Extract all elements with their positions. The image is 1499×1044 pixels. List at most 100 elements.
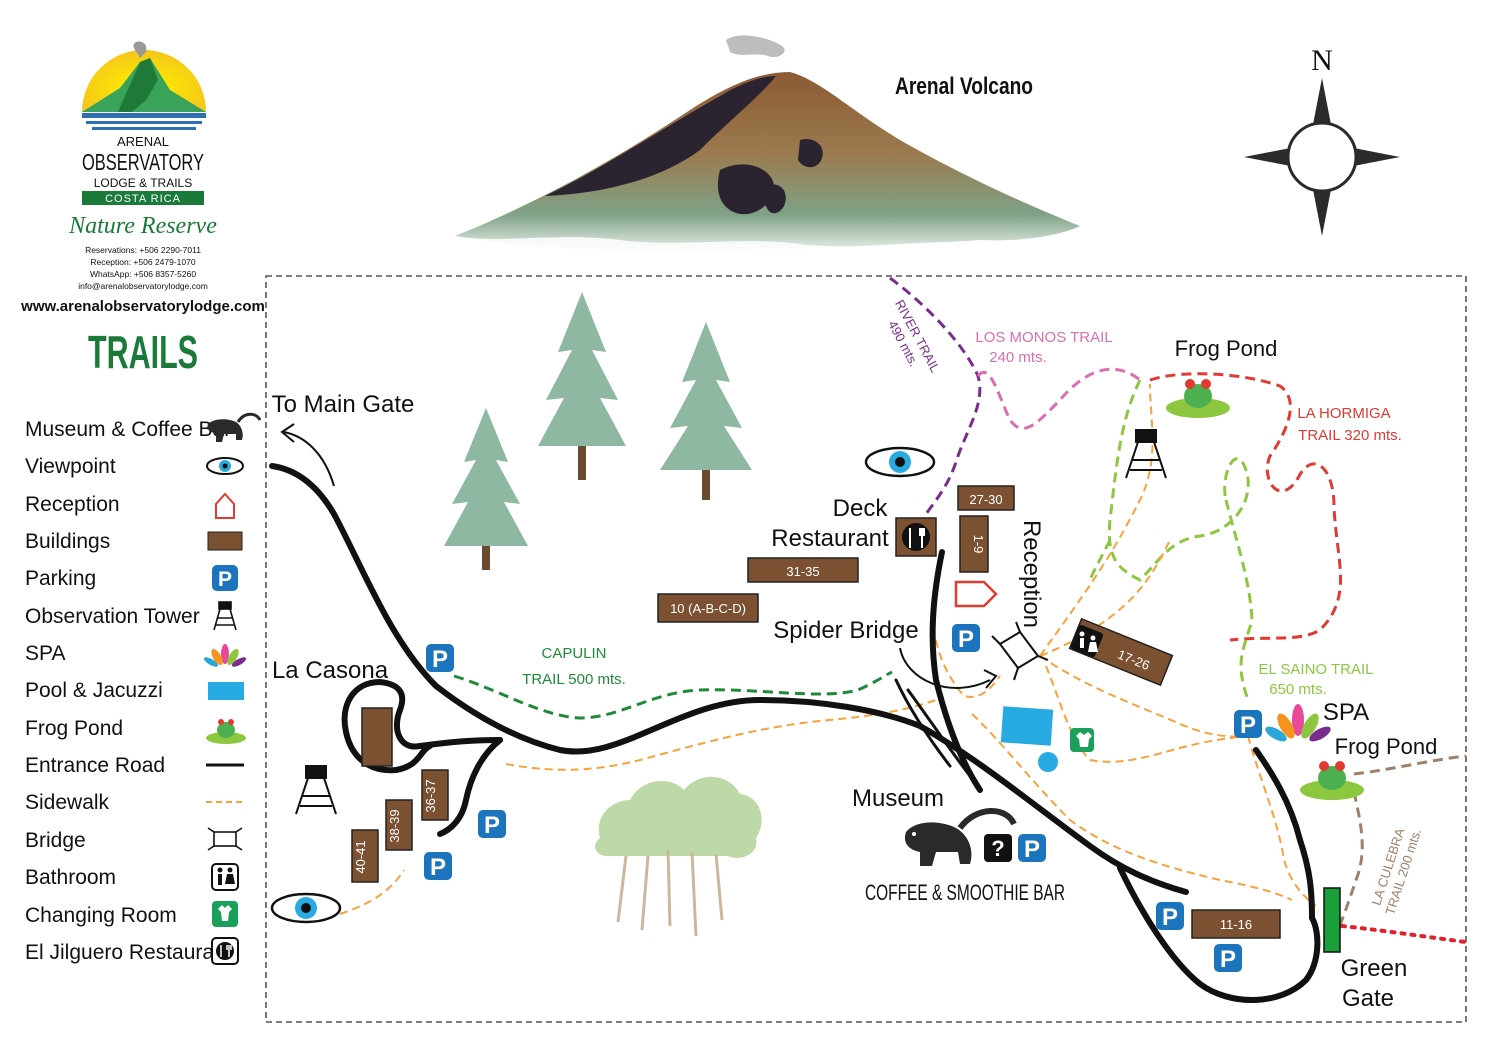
observation-tower-casona-icon — [295, 765, 337, 815]
map-frame — [265, 275, 1467, 1023]
la-casona-label: La Casona — [272, 657, 389, 684]
question-mark: ? — [991, 836, 1004, 861]
parking-11-16-b: P — [1214, 944, 1242, 973]
building-10 — [657, 593, 759, 623]
el-saino-trail-label-2: 650 mts. — [1269, 681, 1327, 698]
capulin-trail-line — [453, 670, 893, 720]
spider-bridge-label: Spider Bridge — [773, 617, 918, 644]
shirt-icon — [212, 901, 238, 927]
building-11-16 — [1191, 909, 1281, 939]
parking-markers: P P P P P P P P — [424, 624, 1262, 973]
river-trail-label: RIVER TRAIL 490 mts. — [885, 297, 943, 375]
frog-pond-top-label: Frog Pond — [1175, 336, 1278, 361]
brand-country-bar — [82, 191, 204, 205]
legend-buildings: Buildings — [25, 530, 110, 553]
building-27-30-label: 27-30 — [969, 492, 1002, 507]
legend-spa: SPA — [25, 642, 65, 665]
la-culebra-trail-line — [1334, 754, 1467, 937]
building-31-35 — [747, 557, 859, 583]
cutlery-icon — [211, 937, 239, 965]
parking-museum: P — [1018, 834, 1046, 863]
spider-bridge-icon — [991, 621, 1049, 681]
parking-casona: P — [426, 644, 454, 673]
to-main-gate-label: To Main Gate — [272, 391, 415, 418]
museum-label: Museum — [852, 785, 944, 812]
legend: Museum & Coffee Bar Viewpoint Reception … — [25, 412, 262, 965]
observation-tower-top-icon — [1125, 429, 1167, 479]
la-culebra-trail-label: LA CULEBRA TRAIL 200 mts. — [1368, 826, 1424, 917]
viewpoint-deck-icon — [864, 446, 936, 478]
parking-11-16-a: P — [1156, 902, 1184, 931]
los-monos-trail-label-2: 240 mts. — [989, 349, 1047, 366]
la-hormiga-trail-label-2: TRAIL 320 mts. — [1298, 427, 1402, 444]
broadleaf-trees — [595, 776, 762, 937]
el-saino-trail-line — [1088, 379, 1254, 701]
buildings: 27-30 1-9 31-35 10 (A-B-C-D) 17-26 11-16… — [351, 485, 1281, 939]
green-gate-label-line2: Gate — [1342, 985, 1394, 1012]
brand-top: ARENAL — [117, 134, 169, 149]
legend-frog-pond: Frog Pond — [25, 717, 123, 740]
legend-parking: Parking — [25, 567, 96, 590]
svg-text:P: P — [1162, 904, 1178, 931]
website: www.arenalobservatorylodge.com — [20, 298, 265, 315]
deck-label-line2: Restaurant — [771, 525, 889, 552]
pool-icon — [208, 682, 244, 700]
svg-text:P: P — [958, 626, 974, 653]
building-40-41 — [351, 829, 379, 883]
green-gate-label-line1: Green — [1341, 955, 1408, 982]
lotus-icon — [203, 644, 247, 667]
building-27-30 — [957, 485, 1015, 511]
house-outline-icon — [215, 492, 235, 519]
spa-lotus-icon — [1265, 704, 1331, 742]
spa-label: SPA — [1323, 699, 1369, 726]
green-gate-exit-line — [1340, 924, 1468, 944]
brand-main: OBSERVATORY — [82, 149, 204, 175]
los-monos-trail-label-1: LOS MONOS TRAIL — [975, 329, 1112, 346]
svg-text:P: P — [1024, 836, 1040, 863]
coati-icon — [207, 412, 262, 442]
legend-museum: Museum & Coffee Bar — [25, 418, 231, 441]
svg-text:P: P — [1220, 946, 1236, 973]
building-38-39 — [385, 799, 413, 851]
river-trail-line — [889, 276, 982, 515]
viewpoint-casona-icon — [270, 892, 342, 924]
parking-38-39: P — [424, 852, 452, 881]
volcano-illustration — [455, 35, 1080, 252]
changing-room-icon — [1070, 728, 1094, 752]
building-11-16-label: 11-16 — [1220, 917, 1252, 932]
frog-pond-top-icon — [1166, 379, 1230, 418]
building-10-label: 10 (A-B-C-D) — [670, 601, 746, 616]
building-36-37-label: 36-37 — [423, 779, 438, 812]
la-hormiga-trail-line — [1149, 372, 1342, 642]
restroom-icon — [211, 863, 239, 891]
svg-text:P: P — [432, 646, 448, 673]
la-hormiga-trail-label-1: LA HORMIGA — [1297, 405, 1390, 422]
building-31-35-label: 31-35 — [786, 564, 819, 579]
page-title: TRAILS — [88, 326, 198, 378]
svg-text:P: P — [218, 568, 232, 591]
legend-reception: Reception — [25, 493, 120, 516]
bridge-icon — [207, 827, 243, 851]
building-36-37 — [421, 769, 449, 821]
frog-icon — [206, 719, 246, 744]
building-block-icon — [207, 531, 243, 551]
trail-lines — [453, 276, 1468, 944]
los-monos-trail-line — [976, 367, 1141, 430]
legend-viewpoint: Viewpoint — [25, 455, 116, 478]
reception-marker — [954, 580, 998, 608]
compass-north: N — [1311, 44, 1333, 77]
legend-bathroom: Bathroom — [25, 866, 116, 889]
building-la-casona — [361, 707, 393, 767]
deck-restaurant-icon — [895, 517, 937, 557]
bathroom-icon-map — [1070, 624, 1104, 658]
brand-country: COSTA RICA — [105, 193, 181, 205]
brand-logo — [82, 41, 206, 130]
contact-reception: Reception: +506 2479-1070 — [90, 257, 195, 267]
building-38-39-label: 38-39 — [387, 809, 402, 842]
building-1-9 — [959, 515, 989, 573]
deck-label-line1: Deck — [833, 495, 889, 522]
frog-pond-right-icon — [1300, 761, 1364, 800]
parking-reception: P — [952, 624, 980, 653]
entrance-roads — [269, 463, 1321, 1003]
